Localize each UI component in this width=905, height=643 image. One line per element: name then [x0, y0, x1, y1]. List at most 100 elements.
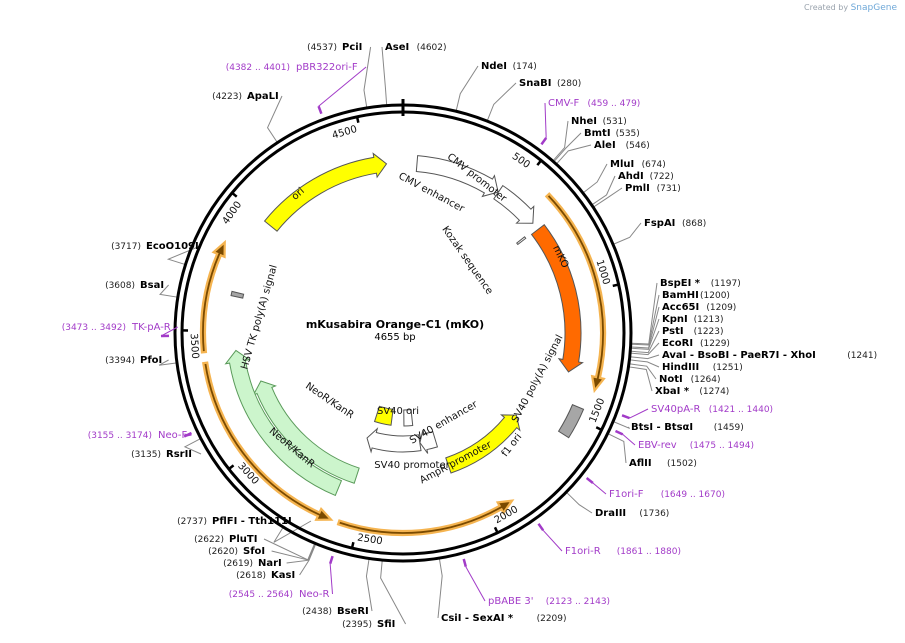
leader-line: [363, 46, 372, 107]
tick-mark-500: [536, 158, 543, 166]
primer-tk-pa-r[interactable]: TK-pA-R(3473 .. 3492): [62, 322, 178, 338]
primer-sv40pa-r[interactable]: SV40pA-R(1421 .. 1440): [621, 404, 773, 420]
enzyme-name: FspAI: [644, 218, 675, 229]
primer-neo-f[interactable]: Neo-F(3155 .. 3174): [88, 430, 192, 441]
site-sfii[interactable]: SfiI(2395): [342, 619, 395, 630]
primer-ebv-rev[interactable]: EBV-rev(1475 .. 1494): [614, 429, 754, 451]
site-noti[interactable]: NotI(1264): [659, 374, 721, 385]
site-psti[interactable]: PstI(1223): [662, 326, 724, 337]
credit-prefix: Created by: [804, 3, 849, 12]
leader-line: [266, 95, 283, 143]
primer-f1ori-r[interactable]: F1ori-R(1861 .. 1880): [537, 523, 681, 557]
site-csii-sexai[interactable]: CsiI - SexAI *(2209): [441, 613, 567, 624]
enzyme-position: (280): [557, 79, 581, 89]
leader-line: [593, 187, 623, 208]
site-fspai[interactable]: FspAI(868): [644, 218, 706, 229]
site-pflfi-tth111i[interactable]: PflFI - Tth111I(2737): [177, 516, 292, 527]
enzyme-position: (3608): [105, 281, 135, 291]
primer-site-mark: [621, 414, 630, 420]
site-sfoi[interactable]: SfoI(2620): [208, 546, 265, 557]
site-snabi[interactable]: SnaBI(280): [519, 78, 581, 89]
leader-line: [263, 538, 315, 561]
leader-line: [487, 82, 517, 121]
feature-ampr-promoter[interactable]: [419, 429, 439, 454]
site-pcii[interactable]: PciI(4537): [307, 42, 362, 53]
enzyme-position: (2438): [302, 607, 332, 617]
site-ecori[interactable]: EcoRI(1229): [662, 338, 730, 349]
primer-cmv-f[interactable]: CMV-F(459 .. 479): [540, 98, 640, 146]
enzyme-name: AseI: [385, 42, 409, 53]
enzyme-name: AleI: [594, 140, 616, 151]
primer-pbabe-3[interactable]: pBABE 3'(2123 .. 2143): [462, 558, 610, 607]
primer-name: TK-pA-R: [131, 322, 171, 333]
leader-line: [183, 438, 202, 455]
enzyme-position: (1241): [847, 351, 877, 361]
enzyme-position: (535): [616, 129, 640, 139]
site-bspei[interactable]: BspEI *(1197): [660, 278, 741, 289]
feature-sv40-poly-a-signal[interactable]: [557, 403, 585, 439]
feature-neor-kanr[interactable]: [224, 349, 343, 497]
feature-sv40-ori[interactable]: [373, 405, 394, 426]
primer-name: Neo-R: [299, 589, 330, 600]
feature-hsv-tk-poly-a-signal[interactable]: [230, 290, 245, 299]
feature-mko[interactable]: [530, 223, 584, 373]
site-asei[interactable]: AseI(4602): [385, 42, 447, 53]
site-ahdi[interactable]: AhdI(722): [618, 171, 674, 182]
site-kpni[interactable]: KpnI(1213): [662, 314, 724, 325]
site-mlui[interactable]: MluI(674): [610, 159, 666, 170]
site-bmti[interactable]: BmtI (535): [584, 128, 640, 139]
enzyme-position: (4223): [212, 92, 242, 102]
site-nhei[interactable]: NheI(531): [571, 116, 627, 127]
site-pmli[interactable]: PmlI(731): [625, 183, 681, 194]
site-bseri[interactable]: BseRI(2438): [302, 606, 369, 617]
tick-mark-4500: [355, 115, 360, 123]
enzyme-position: (1223): [694, 327, 724, 337]
feature-neor-kanr-inner[interactable]: [252, 380, 360, 484]
site-bsai[interactable]: BsaI(3608): [105, 280, 164, 291]
enzyme-name: BmtI: [584, 128, 611, 139]
leader-line: [631, 342, 660, 356]
primer-range: (2545 .. 2564): [229, 590, 293, 600]
enzyme-name: KasI: [271, 570, 295, 581]
primer-site-mark: [585, 477, 594, 484]
feature-f1-ori[interactable]: [445, 414, 521, 474]
site-pfoi[interactable]: PfoI(3394): [105, 355, 162, 366]
enzyme-position: (2737): [177, 517, 207, 527]
site-bamhi[interactable]: BamHI(1200): [662, 290, 730, 301]
leader-line: [271, 544, 316, 561]
site-avai-bsobi-paer7i-xhoi[interactable]: AvaI - BsoBI - PaeR7I - XhoI(1241): [662, 350, 877, 361]
site-rsrii[interactable]: RsrII(3135): [131, 449, 192, 460]
enzyme-position: (1274): [699, 387, 729, 397]
feature-sv40-enhancer[interactable]: [403, 409, 414, 427]
site-ecoo109i[interactable]: EcoO109I(3717): [111, 241, 199, 252]
feature-cmv-promoter[interactable]: [493, 184, 535, 224]
enzyme-position: (1209): [706, 303, 736, 313]
feature-sv40-promoter[interactable]: [366, 427, 422, 454]
primer-pbr322ori-f[interactable]: pBR322ori-F(4382 .. 4401): [226, 62, 367, 115]
tick-mark-2000: [493, 526, 500, 535]
leader-line: [592, 175, 616, 205]
site-ndei[interactable]: NdeI(174): [481, 61, 537, 72]
site-acc65i[interactable]: Acc65I(1209): [662, 302, 736, 313]
primer-arrow-4: [199, 239, 226, 354]
site-alei[interactable]: AleI(546): [594, 140, 650, 151]
enzyme-name: KpnI: [662, 314, 688, 325]
feature-ori[interactable]: [263, 152, 388, 232]
primer-name: pBR322ori-F: [296, 62, 358, 73]
leader-line: [556, 144, 592, 164]
site-kasi[interactable]: KasI(2618): [236, 570, 295, 581]
site-apali[interactable]: ApaLI(4223): [212, 91, 279, 102]
site-aflii[interactable]: AflII(1502): [629, 458, 697, 469]
site-hindiii[interactable]: HindIII(1251): [662, 362, 743, 373]
site-btsi-bts-i[interactable]: BtsI - BtsαI(1459): [631, 422, 744, 433]
site-xbai[interactable]: XbaI *(1274): [655, 386, 729, 397]
primer-f1ori-f[interactable]: F1ori-F(1649 .. 1670): [585, 477, 725, 500]
site-pluti[interactable]: PluTI(2622): [194, 534, 257, 545]
site-nari[interactable]: NarI(2619): [223, 558, 282, 569]
site-draiii[interactable]: DraIII(1736): [595, 508, 669, 519]
enzyme-name: AhdI: [618, 171, 644, 182]
primer-neo-r[interactable]: Neo-R (2545 .. 2564): [229, 555, 334, 600]
label-leader-lines: [158, 46, 660, 625]
feature-kozak-sequence[interactable]: [516, 236, 527, 246]
tick-label-500: 500: [510, 151, 532, 171]
